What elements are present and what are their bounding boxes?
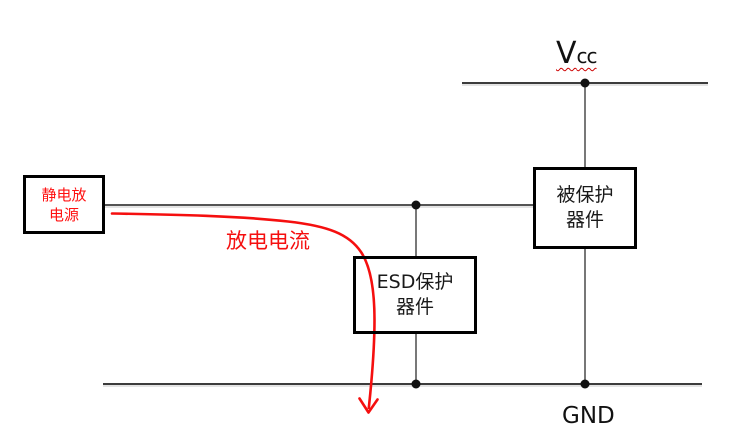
vcc-label-main: V xyxy=(556,36,577,71)
source-box-label-line1: 静电放 xyxy=(41,185,87,204)
protected-box-label-line1: 被保护 xyxy=(556,184,614,206)
protected-device-box: 被保护 器件 xyxy=(533,167,637,249)
vcc-label-subscript: cc xyxy=(576,44,598,68)
junction-dot-signal xyxy=(411,200,421,210)
gnd-label: GND xyxy=(562,403,615,429)
protected-box-label-line2: 器件 xyxy=(565,209,604,231)
source-box: 静电放 电源 xyxy=(23,175,105,234)
source-box-label-line2: 电源 xyxy=(48,205,79,224)
esd-device-box: ESD保护 器件 xyxy=(353,256,477,334)
junction-dot-gnd-protected xyxy=(580,379,590,389)
discharge-current-label: 放电电流 xyxy=(226,229,310,253)
junction-dot-vcc xyxy=(580,78,590,88)
esd-box-label-line1: ESD保护 xyxy=(376,271,454,293)
esd-box-label-line2: 器件 xyxy=(395,296,434,318)
junction-dot-gnd-esd xyxy=(411,379,421,389)
vcc-label: Vcc xyxy=(556,36,598,71)
